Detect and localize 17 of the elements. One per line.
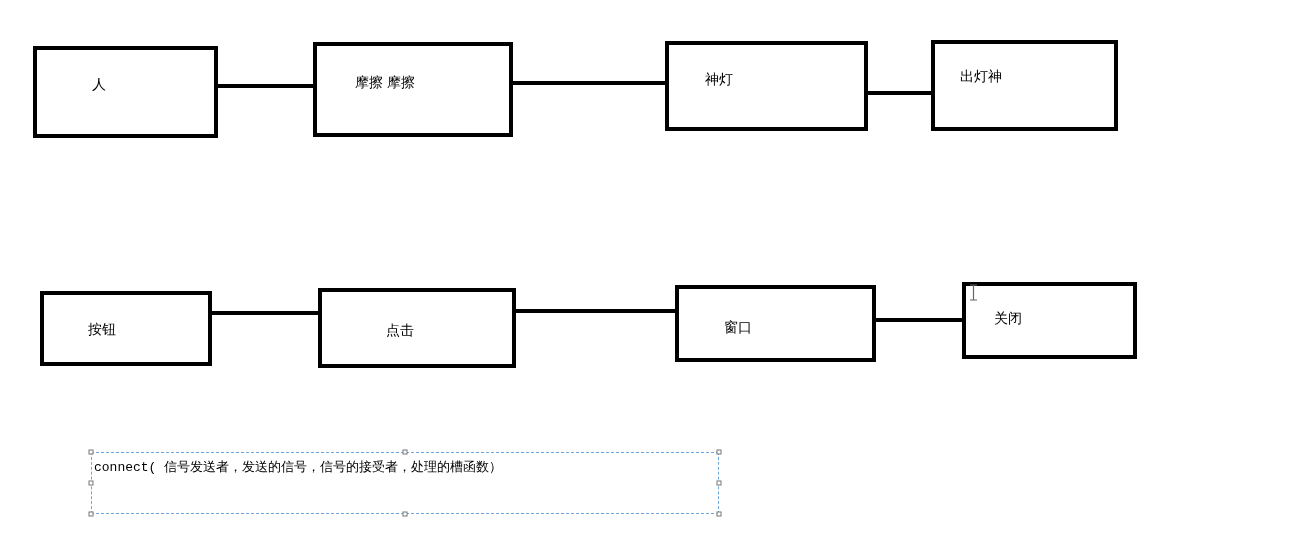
box-label: 人 bbox=[92, 76, 106, 94]
process-box bbox=[33, 46, 218, 138]
process-box bbox=[675, 285, 876, 362]
box-label: 点击 bbox=[386, 322, 414, 340]
box-label: 按钮 bbox=[88, 321, 116, 339]
process-box bbox=[665, 41, 868, 131]
process-box bbox=[962, 282, 1137, 359]
process-box bbox=[313, 42, 513, 137]
process-box bbox=[40, 291, 212, 366]
process-box bbox=[318, 288, 516, 368]
code-note: connect( 信号发送者，发送的信号，信号的接受者，处理的槽函数） bbox=[94, 459, 503, 476]
box-label: 出灯神 bbox=[960, 68, 1002, 86]
box-label: 窗口 bbox=[724, 319, 752, 337]
box-label: 摩擦 摩擦 bbox=[355, 74, 416, 92]
box-label: 神灯 bbox=[705, 71, 733, 89]
box-label: 关闭 bbox=[994, 310, 1022, 328]
process-box bbox=[931, 40, 1118, 131]
